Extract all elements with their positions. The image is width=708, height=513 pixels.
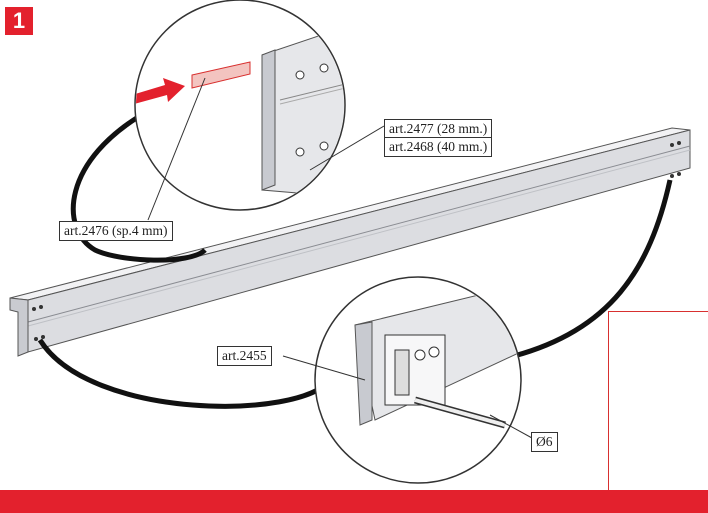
zoom-circle-bottom [314, 276, 522, 484]
detail-link-arc-upper [70, 107, 207, 263]
label-drill-diameter: Ø6 [531, 432, 558, 452]
label-art-2468: art.2468 (40 mm.) [384, 137, 493, 157]
detail-link-arc-lower [37, 338, 332, 409]
label-art-2476: art.2476 (sp.4 mm) [59, 221, 173, 241]
step-number-badge: 1 [5, 7, 33, 35]
side-panel-frame [608, 311, 708, 497]
bottom-accent-bar [0, 490, 708, 513]
leader-art-2477 [309, 125, 385, 171]
label-art-2455: art.2455 [217, 346, 272, 366]
detail-link-arc-right [513, 179, 673, 359]
zoom-circle-top [134, 0, 346, 211]
leader-art-2476 [147, 77, 206, 221]
leader-drill [489, 414, 533, 439]
label-art-2477: art.2477 (28 mm.) [384, 119, 493, 139]
leader-art-2455 [282, 355, 366, 381]
